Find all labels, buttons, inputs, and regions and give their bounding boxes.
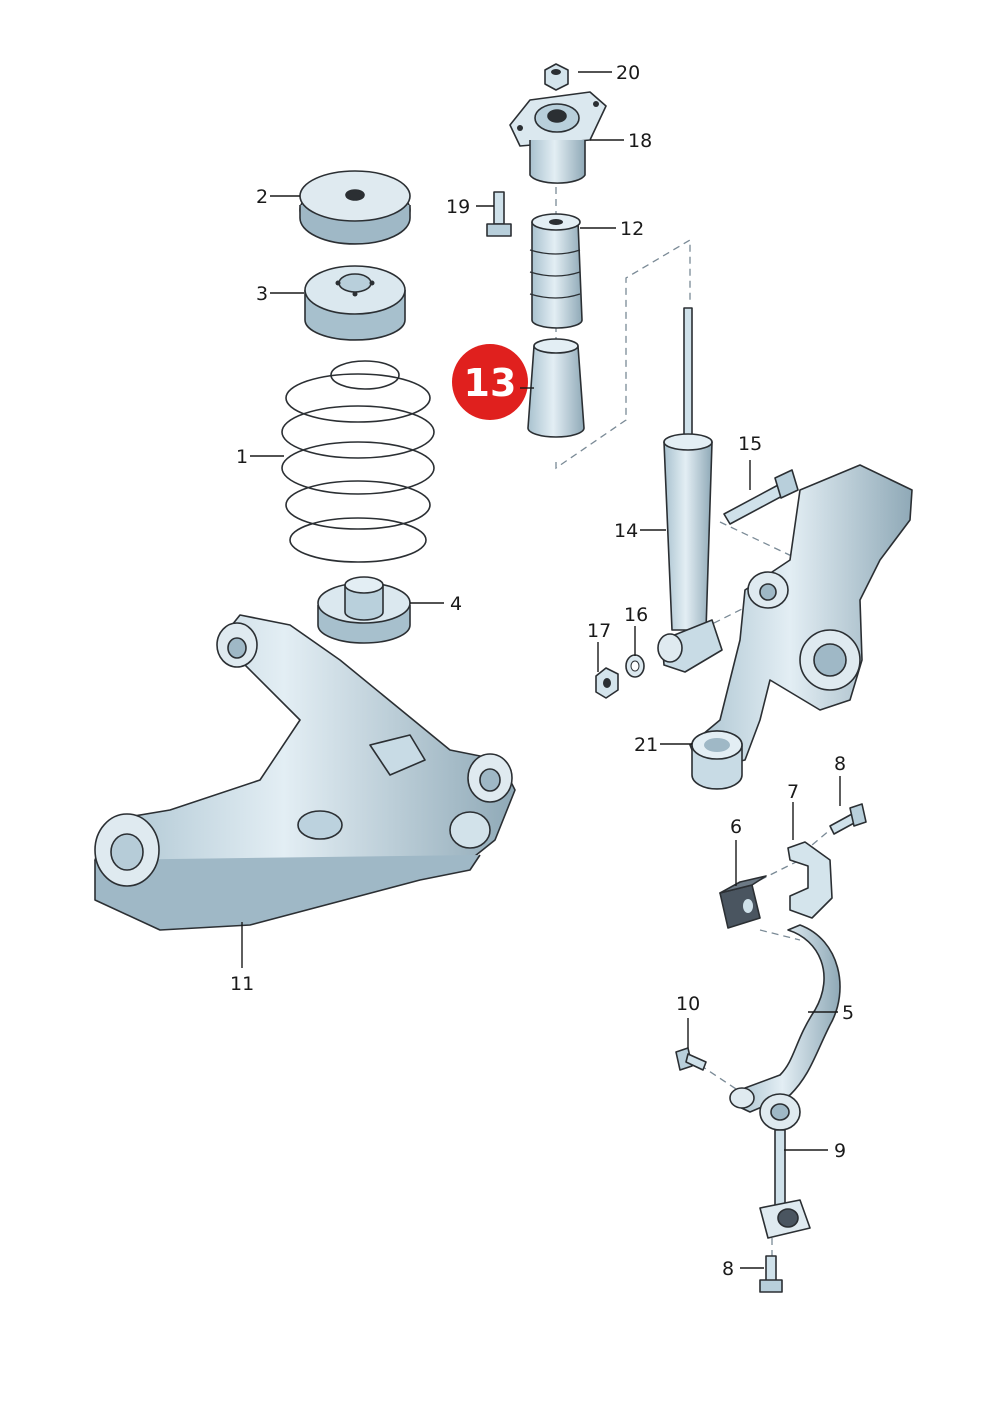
part-14-shock-absorber <box>657 307 723 673</box>
part-21-wheel-carrier <box>689 464 913 790</box>
label-8-upper: 8 <box>834 753 846 775</box>
label-21: 21 <box>634 734 658 756</box>
part-7-clamp <box>787 841 833 919</box>
part-11-lower-control-arm <box>94 614 516 931</box>
part-1-coil-spring <box>281 360 435 563</box>
part-5-anti-roll-bar <box>729 924 841 1113</box>
part-3-upper-spring-seat <box>304 265 406 341</box>
leader-lines <box>241 71 841 1269</box>
part-2-spring-pad <box>299 170 411 245</box>
highlight-callout-13: 13 <box>452 344 534 420</box>
part-17-nut <box>595 667 619 699</box>
label-9: 9 <box>834 1140 846 1162</box>
part-18-top-mount <box>509 91 607 184</box>
label-13: 13 <box>464 361 517 405</box>
part-4-lower-spring-seat <box>317 576 411 644</box>
part-9-coupling-rod <box>759 1093 811 1239</box>
label-20: 20 <box>616 62 640 84</box>
label-4: 4 <box>450 593 462 615</box>
part-12-bump-stop <box>529 213 583 329</box>
part-13-protective-sleeve <box>527 338 585 438</box>
part-19-bolt <box>486 191 512 237</box>
label-2: 2 <box>256 186 268 208</box>
label-19: 19 <box>446 196 470 218</box>
assembly-guide-lines <box>555 175 837 1258</box>
label-5: 5 <box>842 1002 854 1024</box>
part-20-nut <box>544 63 569 91</box>
part-labels: 20 18 19 12 2 3 1 4 11 15 14 16 17 21 8 … <box>230 62 854 1280</box>
label-1: 1 <box>236 446 248 468</box>
label-3: 3 <box>256 283 268 305</box>
part-8-bolt-lower <box>759 1255 783 1293</box>
label-16: 16 <box>624 604 648 626</box>
label-18: 18 <box>628 130 652 152</box>
part-16-washer <box>625 654 645 678</box>
label-12: 12 <box>620 218 644 240</box>
label-7: 7 <box>787 781 799 803</box>
part-8-bolt-upper <box>829 803 867 835</box>
part-6-bushing <box>719 875 767 929</box>
label-10: 10 <box>676 993 700 1015</box>
label-11: 11 <box>230 973 254 995</box>
part-10-bolt <box>675 1047 707 1071</box>
label-17: 17 <box>587 620 611 642</box>
part-15-bolt <box>723 469 799 525</box>
label-15: 15 <box>738 433 762 455</box>
label-8-lower: 8 <box>722 1258 734 1280</box>
highlight-marker <box>452 344 528 420</box>
label-6: 6 <box>730 816 742 838</box>
label-14: 14 <box>614 520 638 542</box>
